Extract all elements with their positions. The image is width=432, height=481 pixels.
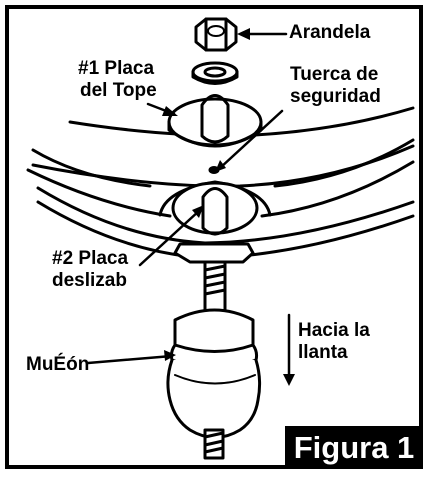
label-hacia-line2: llanta [298, 342, 348, 363]
nut-part [194, 17, 238, 52]
label-placa-tope-line2: del Tope [80, 80, 157, 101]
label-hacia-line1: Hacia la [298, 320, 370, 341]
label-placa-deslizab-line1: #2 Placa [52, 248, 129, 269]
label-placa-deslizab-line2: deslizab [52, 270, 127, 291]
figure-border [5, 5, 423, 469]
washer-part [191, 61, 239, 85]
bushing-part [166, 308, 262, 460]
label-tuerca-line1: Tuerca de [290, 64, 379, 85]
label-muelon: MuÉón [26, 354, 90, 375]
top-plate-1 [167, 94, 263, 148]
leader-lines [86, 32, 291, 380]
slide-plate-2 [158, 180, 272, 264]
label-arandela: Arandela [289, 22, 371, 43]
arrowheads [162, 28, 295, 386]
label-tuerca-line2: seguridad [290, 86, 381, 107]
figure-badge: Figura 1 [285, 426, 423, 469]
label-placa-tope-line1: #1 Placa [78, 58, 155, 79]
